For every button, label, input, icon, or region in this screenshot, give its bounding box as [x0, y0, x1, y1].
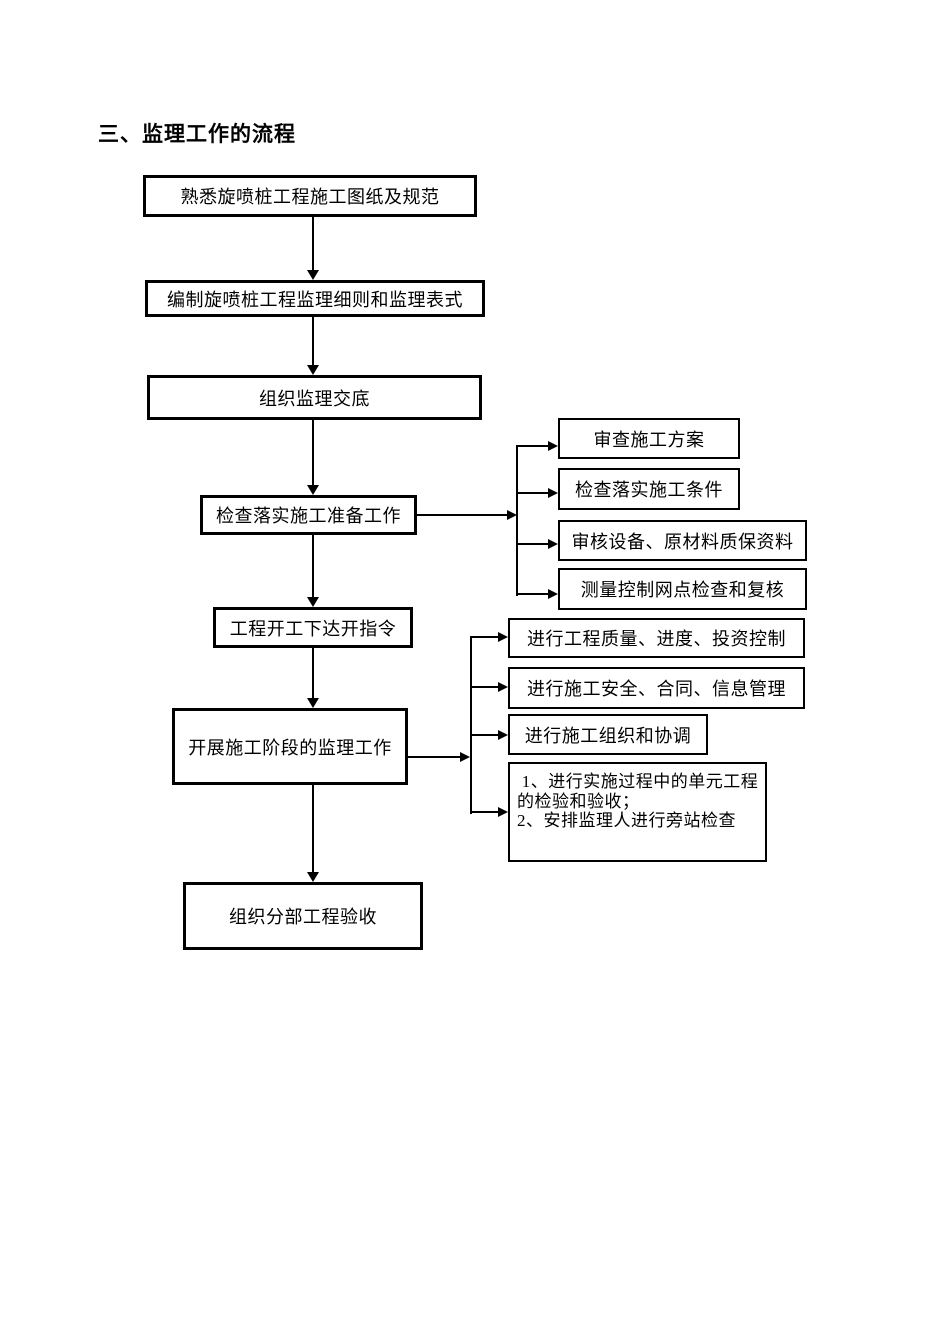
- arrow-down-icon: [307, 365, 319, 375]
- arrow-right-icon: [548, 539, 558, 549]
- flow-box-organize-division-acceptance: 组织分部工程验收: [183, 882, 423, 950]
- flow-box-label: 开展施工阶段的监理工作: [188, 737, 392, 758]
- connector-main-2-3: [312, 317, 314, 367]
- arrow-right-icon: [548, 589, 558, 599]
- connector-construction-branch-4: [470, 811, 498, 813]
- flow-box-label: 工程开工下达开指令: [229, 618, 397, 639]
- flow-box-label: 进行施工安全、合同、信息管理: [527, 679, 786, 699]
- connector-main-5-6: [312, 648, 314, 700]
- flow-box-label: 审核设备、原材料质保资料: [571, 531, 794, 552]
- arrow-right-icon: [507, 510, 517, 520]
- connector-main-6-7: [312, 785, 314, 874]
- arrow-down-icon: [307, 872, 319, 882]
- arrow-right-icon: [498, 730, 508, 740]
- flow-box-quality-progress-investment-control: 进行工程质量、进度、投资控制: [508, 618, 805, 658]
- arrow-down-icon: [307, 597, 319, 607]
- page-title: 三、监理工作的流程: [98, 123, 296, 146]
- flow-box-label: 进行施工组织和协调: [524, 725, 692, 746]
- flow-box-survey-control-network-check: 测量控制网点检查和复核: [558, 568, 807, 610]
- flow-box-label: 熟悉旋喷桩工程施工图纸及规范: [180, 187, 440, 207]
- flow-box-label: 测量控制网点检查和复核: [580, 580, 785, 600]
- arrow-down-icon: [307, 698, 319, 708]
- arrow-right-icon: [498, 682, 508, 692]
- arrow-right-icon: [498, 807, 508, 817]
- flow-box-safety-contract-information-management: 进行施工安全、合同、信息管理: [508, 667, 805, 709]
- flow-box-unit-inspection-and-side-supervision: 1、进行实施过程中的单元工程 的检验和验收； 2、安排监理人进行旁站检查: [508, 762, 767, 862]
- arrow-right-icon: [548, 441, 558, 451]
- arrow-right-icon: [460, 752, 470, 762]
- flow-box-label: 进行工程质量、进度、投资控制: [527, 629, 786, 649]
- flow-box-review-construction-plan: 审查施工方案: [558, 418, 740, 459]
- flow-box-label: 编制旋喷桩工程监理细则和监理表式: [167, 289, 463, 310]
- flow-box-label: 组织监理交底: [259, 388, 370, 409]
- connector-prep-branch-2: [516, 492, 548, 494]
- arrow-right-icon: [498, 632, 508, 642]
- flow-box-label: 审查施工方案: [593, 429, 705, 450]
- connector-prep-spine: [516, 445, 518, 596]
- flow-box-organize-supervision-disclosure: 组织监理交底: [147, 375, 482, 420]
- connector-construction-branch-2: [470, 686, 498, 688]
- flow-box-label: 检查落实施工条件: [575, 480, 723, 500]
- connector-prep-branch-3: [516, 543, 548, 545]
- connector-construction-spine: [470, 636, 472, 814]
- flow-box-label: 组织分部工程验收: [229, 907, 377, 927]
- connector-prep-branch-4: [516, 593, 548, 595]
- flow-box-check-construction-conditions: 检查落实施工条件: [558, 468, 740, 510]
- connector-main-3-4: [312, 420, 314, 487]
- flow-box-organization-coordination: 进行施工组织和协调: [508, 714, 708, 755]
- flow-box-review-equipment-material-qa: 审核设备、原材料质保资料: [558, 520, 807, 561]
- connector-main-1-2: [312, 217, 314, 272]
- connector-construction-branch-1: [470, 636, 498, 638]
- flow-box-issue-commencement-order: 工程开工下达开指令: [213, 607, 413, 648]
- arrow-down-icon: [307, 270, 319, 280]
- flow-box-construction-phase-supervision: 开展施工阶段的监理工作: [172, 708, 408, 785]
- connector-main-4-5: [312, 535, 314, 599]
- flow-box-prepare-supervision-rules-forms: 编制旋喷桩工程监理细则和监理表式: [145, 280, 485, 317]
- flow-box-familiarize-drawings-specs: 熟悉旋喷桩工程施工图纸及规范: [143, 175, 477, 217]
- flow-box-label: 检查落实施工准备工作: [216, 506, 401, 526]
- connector-prep-trunk: [417, 514, 507, 516]
- flow-box-label: 1、进行实施过程中的单元工程 的检验和验收； 2、安排监理人进行旁站检查: [517, 772, 759, 831]
- connector-construction-trunk: [408, 756, 462, 758]
- arrow-right-icon: [548, 488, 558, 498]
- flow-box-check-construction-preparation: 检查落实施工准备工作: [200, 495, 417, 535]
- arrow-down-icon: [307, 485, 319, 495]
- connector-construction-branch-3: [470, 734, 498, 736]
- connector-prep-branch-1: [516, 445, 548, 447]
